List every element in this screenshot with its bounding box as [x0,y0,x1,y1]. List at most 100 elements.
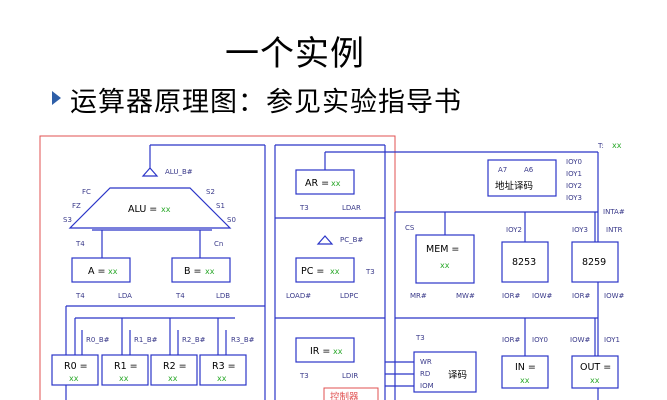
svg-text:地址译码: 地址译码 [495,180,533,192]
svg-text:IOY0: IOY0 [566,158,582,166]
register-a: A = xx T4 LDA [71,257,132,300]
svg-text:R3_B#: R3_B# [231,336,255,344]
out-port: IOW# IOY1 OUT = xx [570,336,620,389]
svg-text:S1: S1 [216,202,225,210]
register-ir: IR = xx T3 LDIR [295,337,358,380]
svg-text:LDB: LDB [216,292,230,300]
svg-text:LDAR: LDAR [342,204,361,212]
svg-text:IOY3: IOY3 [572,226,588,234]
svg-text:FZ: FZ [72,202,81,210]
decoder-block: T3 WR RD IOM 译码 [385,334,477,393]
svg-text:xx: xx [520,376,530,385]
svg-text:RD: RD [420,370,430,378]
svg-text:R2 =: R2 = [163,361,187,372]
svg-text:PC_B#: PC_B# [340,236,363,244]
svg-text:R1_B#: R1_B# [134,336,158,344]
svg-text:A6: A6 [524,166,534,174]
svg-text:T3: T3 [299,204,309,212]
svg-text:T3: T3 [415,334,425,342]
svg-text:xx: xx [590,376,600,385]
svg-text:LDA: LDA [118,292,132,300]
svg-text:T4: T4 [75,292,85,300]
svg-text:R0_B#: R0_B# [86,336,110,344]
svg-text:IN =: IN = [515,362,536,373]
svg-text:xx: xx [205,267,215,276]
svg-text:T3: T3 [299,372,309,380]
svg-text:FC: FC [82,188,91,196]
slide-subtitle: 运算器原理图：参见实验指导书 [70,87,462,118]
svg-text:PC =: PC = [301,266,324,277]
svg-text:INTR: INTR [606,226,623,234]
register-pc: PC_B# PC = xx T3 LOAD# LDPC [286,235,375,300]
bullet-arrow-icon [52,91,61,105]
svg-text:R3 =: R3 = [212,361,236,372]
svg-text:LOAD#: LOAD# [286,292,311,300]
register-r1: R1_B# R1 = xx [101,336,158,386]
svg-text:IOW#: IOW# [570,336,590,344]
svg-text:CS: CS [405,224,415,232]
address-decoder: A7 A6 地址译码 IOY0 IOY1 IOY2 IOY3 [487,158,582,202]
t-label: T: [597,142,604,150]
svg-text:IOR#: IOR# [502,292,520,300]
svg-text:IOR#: IOR# [502,336,520,344]
svg-text:Cn: Cn [214,240,223,248]
svg-text:B =: B = [184,266,202,277]
register-b: B = xx T4 LDB [171,257,231,300]
svg-text:A =: A = [88,266,105,277]
slide-title: 一个实例 [225,34,365,74]
svg-text:ALU =: ALU = [128,204,157,215]
svg-text:xx: xx [440,261,450,270]
svg-text:LDIR: LDIR [342,372,358,380]
memory-block: CS MEM = xx MR# MW# [405,224,475,300]
svg-text:INTA#: INTA# [603,208,625,216]
register-ar: AR = xx T3 LDAR [295,169,361,212]
svg-text:xx: xx [330,267,340,276]
svg-text:MEM =: MEM = [426,244,459,255]
svg-text:MR#: MR# [410,292,427,300]
svg-text:控制器: 控制器 [330,391,359,400]
svg-text:WR: WR [420,358,432,366]
svg-text:IOW#: IOW# [604,292,624,300]
svg-text:8259: 8259 [582,257,606,268]
svg-text:xx: xx [333,347,343,356]
svg-text:IOY0: IOY0 [532,336,548,344]
svg-text:译码: 译码 [448,370,467,381]
register-r3: R3_B# R3 = xx [199,336,255,386]
svg-text:S2: S2 [206,188,215,196]
t-value: xx [612,141,622,150]
svg-text:xx: xx [161,205,171,214]
svg-text:T4: T4 [175,292,185,300]
svg-text:OUT =: OUT = [580,362,611,373]
svg-text:8253: 8253 [512,257,536,268]
chip-8253: IOY2 8253 IOR# IOW# [501,226,552,300]
in-port: IOR# IOY0 IN = xx [501,336,549,389]
svg-text:AR =: AR = [305,178,329,189]
svg-text:IOR#: IOR# [572,292,590,300]
alu-block: ALU_B# ALU = xx FC FZ S3 S2 S1 S0 T4 Cn [63,167,236,248]
svg-text:S0: S0 [227,216,236,224]
svg-text:A7: A7 [498,166,507,174]
svg-text:IOY3: IOY3 [566,194,582,202]
svg-text:xx: xx [119,374,129,383]
svg-text:IR =: IR = [310,346,330,357]
svg-text:R1 =: R1 = [114,361,138,372]
svg-text:LDPC: LDPC [340,292,359,300]
register-r0: R0_B# R0 = xx [51,336,110,386]
svg-text:xx: xx [168,374,178,383]
chip-8259: IOY3 INTA# INTR 8259 IOR# IOW# [571,208,625,300]
register-r2: R2_B# R2 = xx [150,336,206,386]
svg-text:xx: xx [217,374,227,383]
svg-text:IOY1: IOY1 [566,170,582,178]
svg-text:R0 =: R0 = [64,361,88,372]
svg-text:xx: xx [331,179,341,188]
svg-text:R2_B#: R2_B# [182,336,206,344]
controller-block: 控制器 [323,387,379,400]
svg-text:IOM: IOM [420,382,434,390]
svg-text:xx: xx [108,267,118,276]
svg-text:MW#: MW# [456,292,475,300]
svg-text:xx: xx [69,374,79,383]
svg-text:T3: T3 [365,268,375,276]
svg-text:IOY2: IOY2 [566,182,582,190]
svg-text:S3: S3 [63,216,72,224]
